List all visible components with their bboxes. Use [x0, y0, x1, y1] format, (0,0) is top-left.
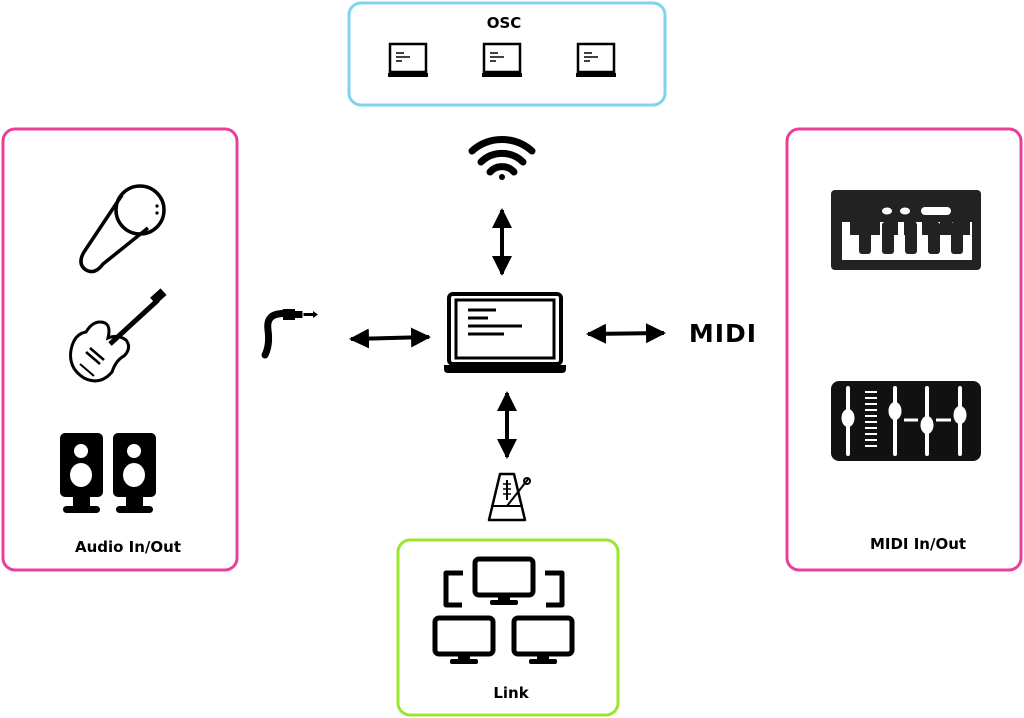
audio-box [1, 127, 239, 572]
arrow-midi [586, 323, 666, 344]
guitar-icon [69, 288, 167, 383]
network-icon [432, 556, 575, 664]
midi-logo: MIDI [689, 319, 757, 348]
link-box [396, 538, 620, 717]
mixer-icon [831, 381, 981, 461]
midi-group: MIDI In/Out [785, 127, 1023, 572]
laptop-icon [388, 42, 428, 77]
keyboard-icon [831, 190, 981, 270]
audio-jack-icon [261, 309, 318, 359]
laptop-icon [576, 42, 616, 77]
wifi-icon [468, 136, 536, 180]
microphone-icon [79, 184, 166, 274]
midi-box [785, 127, 1023, 572]
metronome-icon [487, 472, 531, 522]
link-title: Link [493, 684, 529, 702]
laptop-icon [482, 42, 522, 77]
speakers-icon [60, 433, 156, 513]
arrow-audio [349, 327, 431, 349]
osc-box [347, 1, 667, 107]
link-group: Link [396, 538, 620, 717]
laptop-icon [444, 292, 566, 373]
audio-group: Audio In/Out [1, 127, 239, 572]
osc-title: OSC [487, 14, 522, 32]
osc-group: OSC [347, 1, 667, 107]
audio-title: Audio In/Out [75, 538, 181, 556]
midi-title: MIDI In/Out [870, 535, 966, 553]
